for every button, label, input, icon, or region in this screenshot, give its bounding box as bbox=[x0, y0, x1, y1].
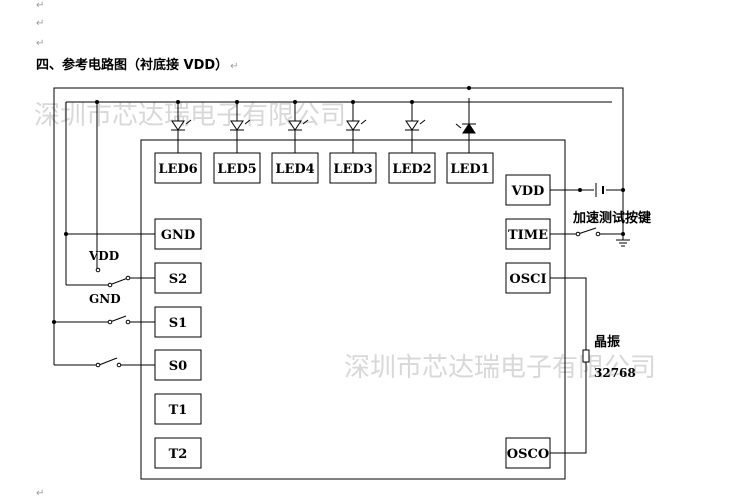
pin-box-osci bbox=[505, 262, 551, 294]
pin-box-gnd bbox=[154, 218, 202, 250]
led4-diode-icon bbox=[288, 120, 302, 131]
led3-diode-icon bbox=[346, 120, 360, 131]
pin-box-time bbox=[505, 218, 551, 250]
speed-test-key-label: 加速测试按键 bbox=[572, 210, 651, 226]
battery-symbol bbox=[595, 183, 604, 197]
pin-box-led5 bbox=[213, 152, 261, 184]
led6-diode-icon bbox=[171, 120, 185, 131]
pin-label-gnd: GND bbox=[161, 228, 195, 243]
pin-box-t2 bbox=[154, 437, 202, 469]
paragraph-mark: ↵ bbox=[36, 38, 45, 49]
pin-label-t2: T2 bbox=[169, 447, 188, 462]
pin-label-led1: LED1 bbox=[450, 162, 489, 177]
chip-body bbox=[140, 139, 566, 480]
pin-label-led5: LED5 bbox=[217, 162, 256, 177]
ground-icon bbox=[616, 239, 630, 247]
pin-label-led6: LED6 bbox=[158, 162, 197, 177]
pin-box-t1 bbox=[154, 393, 202, 425]
pin-box-osco bbox=[505, 437, 551, 469]
pin-label-time: TIME bbox=[508, 228, 548, 243]
paragraph-mark: ↵ bbox=[36, 488, 45, 499]
pin-label-led4: LED4 bbox=[275, 162, 314, 177]
led5-diode-icon bbox=[230, 120, 244, 131]
crystal-icon bbox=[582, 349, 590, 363]
pin-box-s2 bbox=[154, 262, 202, 294]
pin-box-led4 bbox=[271, 152, 319, 184]
led2-diode-icon bbox=[405, 120, 419, 131]
section-heading-text: 四、参考电路图（衬底接 VDD） bbox=[36, 58, 229, 73]
pin-label-s1: S1 bbox=[169, 316, 187, 331]
pin-box-s1 bbox=[154, 306, 202, 338]
vdd-label: VDD bbox=[88, 249, 119, 263]
watermark-top: 深圳市芯达瑞电子有限公司 bbox=[34, 101, 346, 131]
pin-label-osci: OSCI bbox=[509, 272, 546, 287]
junction-dots bbox=[52, 86, 625, 324]
pin-label-s2: S2 bbox=[169, 272, 187, 287]
crystal-frequency-label: 32768 bbox=[594, 366, 636, 380]
crystal-label: 晶振 bbox=[594, 334, 620, 350]
pin-box-led2 bbox=[388, 152, 436, 184]
pin-box-s0 bbox=[154, 349, 202, 381]
wires bbox=[53, 87, 624, 454]
pin-label-vdd: VDD bbox=[511, 184, 545, 199]
watermark-bottom: 深圳市芯达瑞电子有限公司 bbox=[344, 353, 656, 383]
pin-box-vdd bbox=[505, 174, 551, 206]
pin-label-osco: OSCO bbox=[507, 447, 549, 462]
pin-box-led1 bbox=[446, 152, 494, 184]
pin-label-led3: LED3 bbox=[333, 162, 372, 177]
gnd-label: GND bbox=[89, 292, 121, 306]
paragraph-mark: ↵ bbox=[36, 0, 45, 11]
paragraph-mark: ↵ bbox=[230, 61, 239, 72]
switch-contacts bbox=[95, 231, 601, 368]
paragraph-mark: ↵ bbox=[36, 18, 45, 29]
section-heading: 四、参考电路图（衬底接 VDD）↵ bbox=[36, 54, 239, 73]
pin-label-t1: T1 bbox=[169, 403, 188, 418]
pin-label-led2: LED2 bbox=[392, 162, 431, 177]
led1-diode-icon bbox=[462, 123, 476, 134]
pin-label-s0: S0 bbox=[169, 359, 187, 374]
